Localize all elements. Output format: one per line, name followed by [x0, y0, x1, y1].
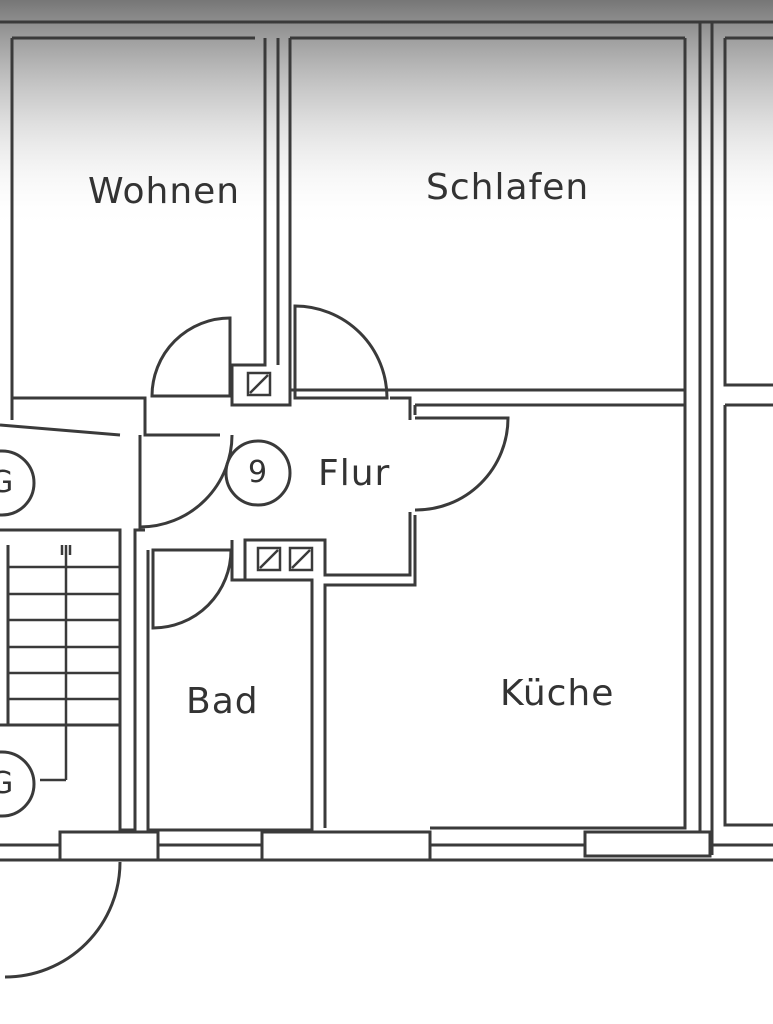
wall-wohnen [10, 38, 147, 420]
door-stair [138, 434, 234, 529]
room-label-bad: Bad [186, 681, 259, 722]
door-bad [151, 548, 233, 630]
wall-kueche [323, 403, 687, 830]
shaft-slash [249, 374, 269, 394]
wall-flur-left [0, 415, 220, 437]
stair-marker-label-upper: G [0, 465, 14, 500]
flur-number-circle [224, 439, 292, 507]
stair-marker-circle-lower [0, 750, 36, 818]
room-label-flur: Flur [318, 453, 391, 494]
shaft-slash [291, 549, 311, 569]
window-bottom-2 [260, 830, 432, 862]
room-label-schlafen: Schlafen [426, 167, 590, 208]
room-label-kueche: Küche [500, 673, 615, 714]
window-bottom-1 [58, 830, 160, 862]
wall-stair [0, 528, 145, 832]
door-entrance [4, 861, 122, 979]
door-wohnen [150, 316, 232, 398]
shaft-slash [259, 549, 279, 569]
wall-flur-lower [230, 512, 412, 582]
window-bottom-3 [583, 830, 712, 858]
door-schlafen [293, 304, 389, 400]
door-kueche [414, 416, 510, 512]
wall-kueche-upper [390, 396, 417, 420]
stair-marker-circle-upper [0, 449, 36, 517]
room-label-wohnen: Wohnen [88, 171, 241, 212]
flur-number-label: 9 [248, 455, 268, 490]
wall-right-double [683, 22, 773, 855]
wall-bad [146, 550, 314, 832]
stair-marker-label-lower: G [0, 766, 14, 801]
